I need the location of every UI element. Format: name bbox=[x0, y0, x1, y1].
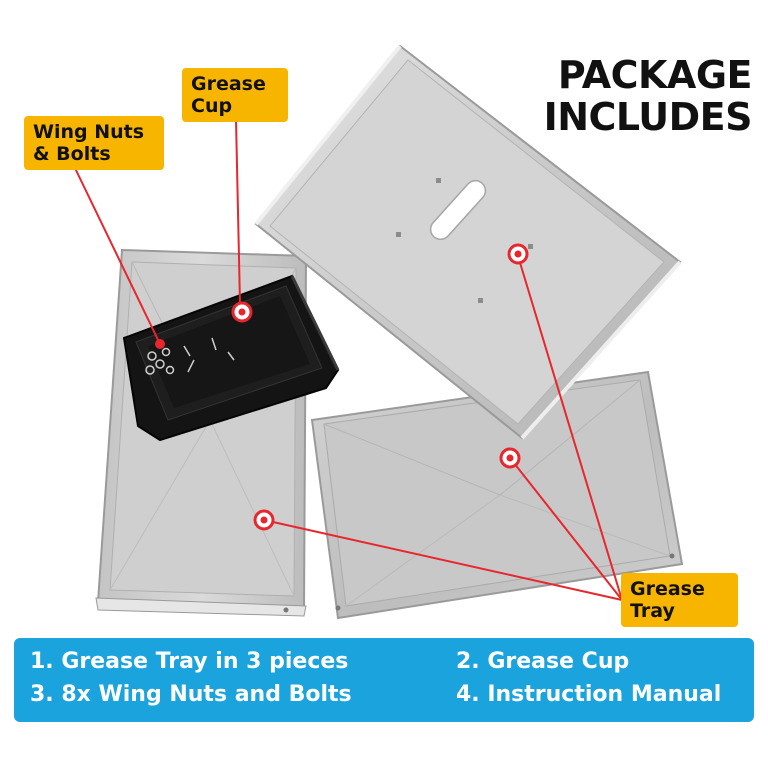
contents-item-wing-nuts: 3. 8x Wing Nuts and Bolts bbox=[30, 682, 352, 707]
callout-wing-nuts-line-1: Wing Nuts bbox=[33, 121, 145, 143]
contents-item-grease-tray: 1. Grease Tray in 3 pieces bbox=[30, 649, 349, 674]
contents-banner: 1. Grease Tray in 3 pieces 2. Grease Cup… bbox=[14, 638, 754, 722]
callout-pointers bbox=[73, 119, 623, 601]
contents-item-manual: 4. Instruction Manual bbox=[456, 682, 722, 707]
heading-line-1: PACKAGE bbox=[557, 53, 753, 97]
callout-grease-cup: Grease Cup bbox=[182, 68, 288, 122]
grease-tray-top bbox=[254, 44, 682, 440]
callout-grease-tray-line-1: Grease bbox=[630, 578, 705, 600]
callout-wing-nuts: Wing Nuts & Bolts bbox=[24, 116, 164, 170]
pointer-dots bbox=[155, 243, 529, 531]
callout-grease-cup-line-1: Grease bbox=[191, 73, 266, 95]
callout-grease-tray-line-2: Tray bbox=[630, 600, 675, 622]
grease-tray-right bbox=[310, 370, 684, 620]
callout-grease-cup-line-2: Cup bbox=[191, 95, 233, 117]
callout-wing-nuts-line-2: & Bolts bbox=[33, 143, 111, 165]
wing-nuts-bolts bbox=[145, 337, 235, 375]
callout-grease-tray: Grease Tray bbox=[621, 573, 738, 627]
heading-line-2: INCLUDES bbox=[543, 95, 753, 139]
contents-item-grease-cup: 2. Grease Cup bbox=[456, 649, 630, 674]
package-includes-heading: PACKAGE INCLUDES bbox=[492, 53, 753, 139]
